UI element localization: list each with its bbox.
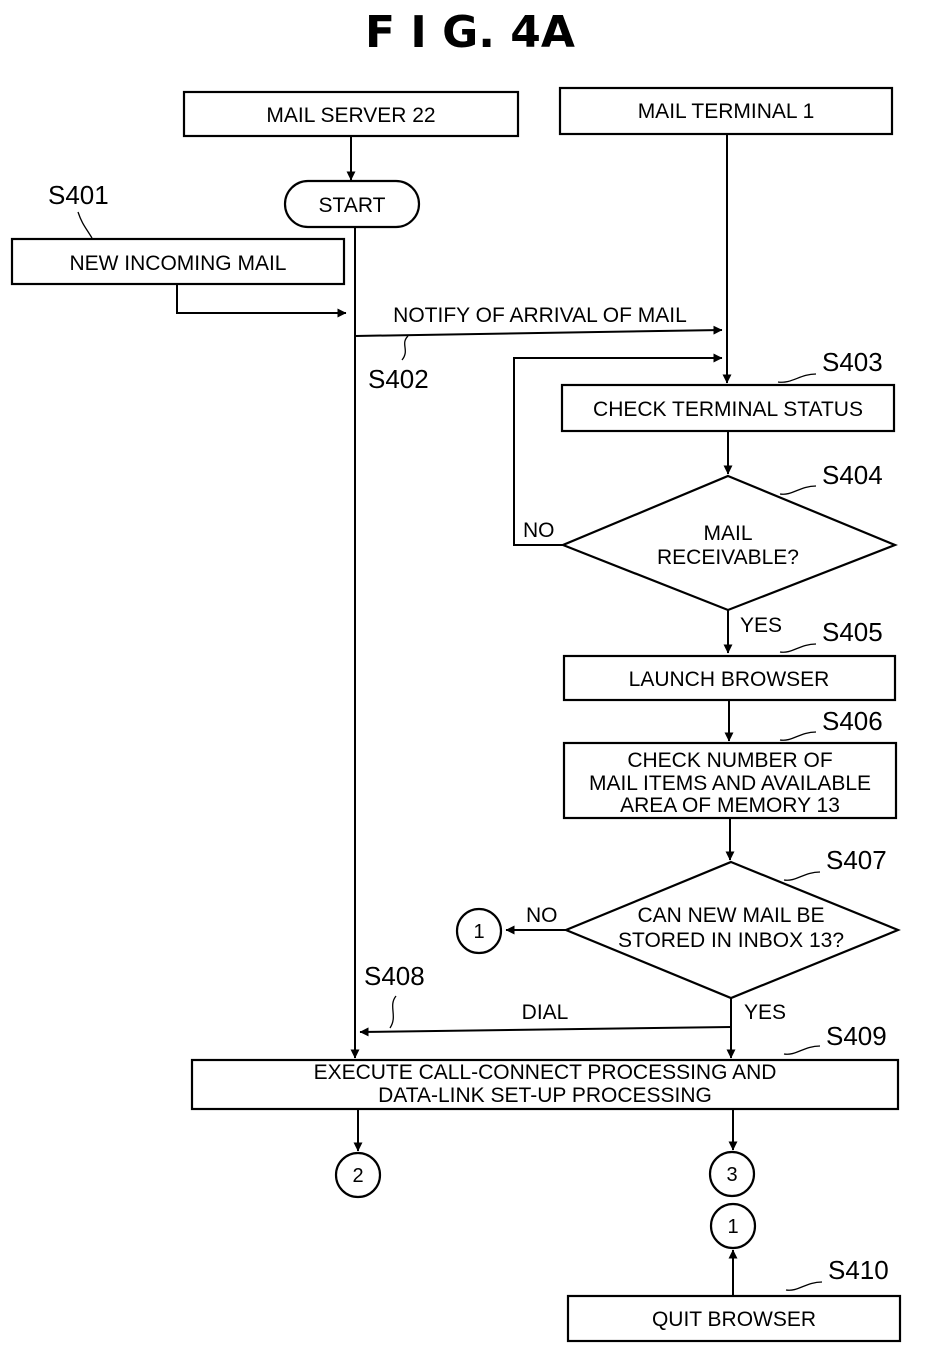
- start-label: START: [319, 194, 386, 217]
- connector-3-label: 3: [726, 1164, 737, 1186]
- step-s402-text: NOTIFY OF ARRIVAL OF MAIL: [393, 304, 687, 327]
- s407-yes-label: YES: [744, 1001, 786, 1024]
- step-s402: NOTIFY OF ARRIVAL OF MAIL S402: [355, 304, 722, 394]
- step-s406-ref: S406: [822, 706, 883, 736]
- step-s405: S405 LAUNCH BROWSER: [564, 617, 895, 700]
- start-terminator: START: [285, 181, 419, 227]
- connector-1-on-page-label: 1: [727, 1216, 738, 1238]
- step-s402-ref: S402: [368, 364, 429, 394]
- connector-2-off-page: 2: [336, 1153, 380, 1197]
- step-s409: S409 EXECUTE CALL-CONNECT PROCESSING AND…: [192, 1021, 898, 1109]
- step-s409-ref: S409: [826, 1021, 887, 1051]
- decision-s407-line1: CAN NEW MAIL BE: [637, 904, 824, 927]
- step-s406-line3: AREA OF MEMORY 13: [620, 794, 840, 817]
- step-s410-ref: S410: [828, 1255, 889, 1285]
- step-s406-line1: CHECK NUMBER OF: [627, 749, 832, 772]
- step-s409-line2: DATA-LINK SET-UP PROCESSING: [378, 1084, 712, 1107]
- lane-mail-server: MAIL SERVER 22: [184, 92, 518, 136]
- step-s405-text: LAUNCH BROWSER: [629, 668, 830, 691]
- lane-mail-terminal-label: MAIL TERMINAL 1: [638, 100, 815, 123]
- decision-s407: S407 CAN NEW MAIL BE STORED IN INBOX 13?: [566, 845, 898, 998]
- step-s405-ref: S405: [822, 617, 883, 647]
- connector-1-on-page: 1: [711, 1204, 755, 1248]
- connector-2-label: 2: [352, 1165, 363, 1187]
- lane-mail-terminal: MAIL TERMINAL 1: [560, 88, 892, 134]
- step-s408-ref: S408: [364, 961, 425, 991]
- connector-1-off-page: 1: [457, 909, 501, 953]
- s404-no-label: NO: [523, 519, 555, 542]
- step-s403-ref: S403: [822, 347, 883, 377]
- s404-yes-label: YES: [740, 614, 782, 637]
- decision-s404: S404 MAIL RECEIVABLE?: [563, 460, 895, 610]
- step-s403-text: CHECK TERMINAL STATUS: [593, 398, 863, 421]
- step-s401-text: NEW INCOMING MAIL: [69, 252, 286, 275]
- lane-mail-server-label: MAIL SERVER 22: [266, 104, 435, 127]
- step-s408-text: DIAL: [522, 1001, 569, 1024]
- decision-s404-ref: S404: [822, 460, 883, 490]
- connector-1-label: 1: [473, 921, 484, 943]
- decision-s404-line1: MAIL: [703, 522, 752, 545]
- decision-s407-line2: STORED IN INBOX 13?: [618, 929, 844, 952]
- step-s401-ref: S401: [48, 180, 109, 210]
- step-s406-line2: MAIL ITEMS AND AVAILABLE: [589, 772, 871, 795]
- decision-s407-ref: S407: [826, 845, 887, 875]
- decision-s404-line2: RECEIVABLE?: [657, 546, 799, 569]
- connector-3-off-page: 3: [710, 1152, 754, 1196]
- step-s410-text: QUIT BROWSER: [652, 1308, 816, 1331]
- step-s409-line1: EXECUTE CALL-CONNECT PROCESSING AND: [314, 1061, 777, 1084]
- s407-no-label: NO: [526, 904, 558, 927]
- figure-title: F I G. 4A: [365, 7, 575, 58]
